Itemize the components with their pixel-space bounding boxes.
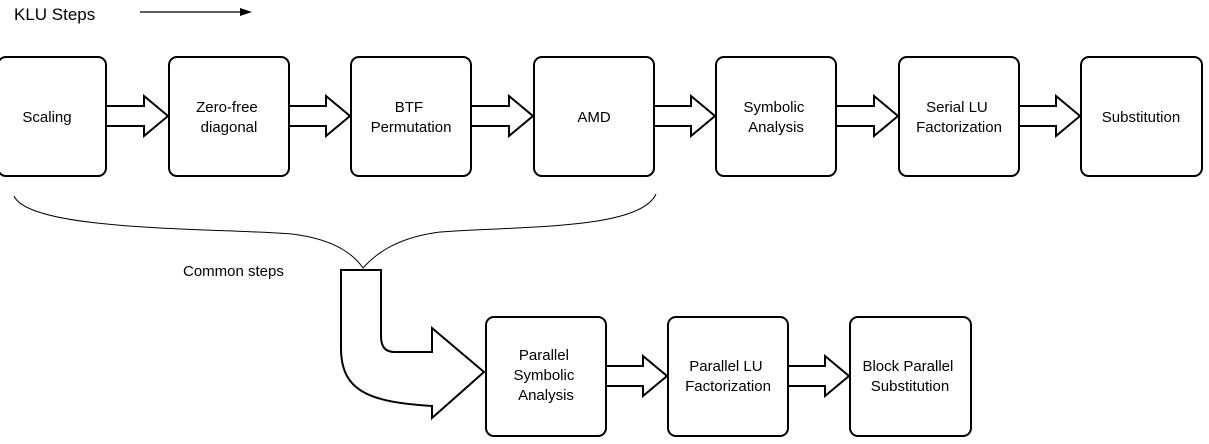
step-box-block-parallel-substitution: Block Parallel Substitution bbox=[849, 316, 972, 437]
parallel-branch-connector bbox=[340, 269, 486, 421]
flow-arrow bbox=[835, 93, 900, 139]
step-label: AMD bbox=[577, 109, 611, 126]
step-label: Zero-free diagonal bbox=[196, 99, 262, 136]
step-label: Parallel LU Factorization bbox=[685, 358, 771, 395]
step-box-symbolic-analysis: Symbolic Analysis bbox=[715, 56, 837, 177]
step-label: Scaling bbox=[22, 109, 71, 126]
direction-arrow bbox=[140, 8, 252, 16]
flow-arrow bbox=[787, 353, 851, 399]
flow-arrow bbox=[288, 93, 352, 139]
common-steps-label: Common steps bbox=[183, 263, 284, 280]
step-box-parallel-lu-factorization: Parallel LU Factorization bbox=[667, 316, 789, 437]
step-box-substitution: Substitution bbox=[1080, 56, 1203, 177]
common-steps-brace bbox=[13, 193, 657, 269]
step-box-btf-permutation: BTF Permutation bbox=[350, 56, 472, 177]
step-label: Block Parallel Substitution bbox=[862, 358, 957, 395]
step-box-amd: AMD bbox=[533, 56, 655, 177]
flow-arrow bbox=[105, 93, 170, 139]
step-box-zero-free-diagonal: Zero-free diagonal bbox=[168, 56, 290, 177]
step-label: BTF Permutation bbox=[371, 99, 452, 136]
step-box-serial-lu-factorization: Serial LU Factorization bbox=[898, 56, 1020, 177]
flow-arrow bbox=[605, 353, 669, 399]
klu-steps-label: KLU Steps bbox=[14, 5, 95, 24]
step-label: Parallel Symbolic Analysis bbox=[513, 347, 578, 404]
step-label: Serial LU Factorization bbox=[916, 99, 1002, 136]
step-box-scaling: Scaling bbox=[0, 56, 107, 177]
flow-arrow bbox=[1018, 93, 1082, 139]
flow-arrow bbox=[653, 93, 717, 139]
flow-arrow bbox=[470, 93, 535, 139]
step-label: Symbolic Analysis bbox=[743, 99, 808, 136]
step-label: Substitution bbox=[1102, 109, 1180, 126]
step-box-parallel-symbolic-analysis: Parallel Symbolic Analysis bbox=[485, 316, 607, 437]
